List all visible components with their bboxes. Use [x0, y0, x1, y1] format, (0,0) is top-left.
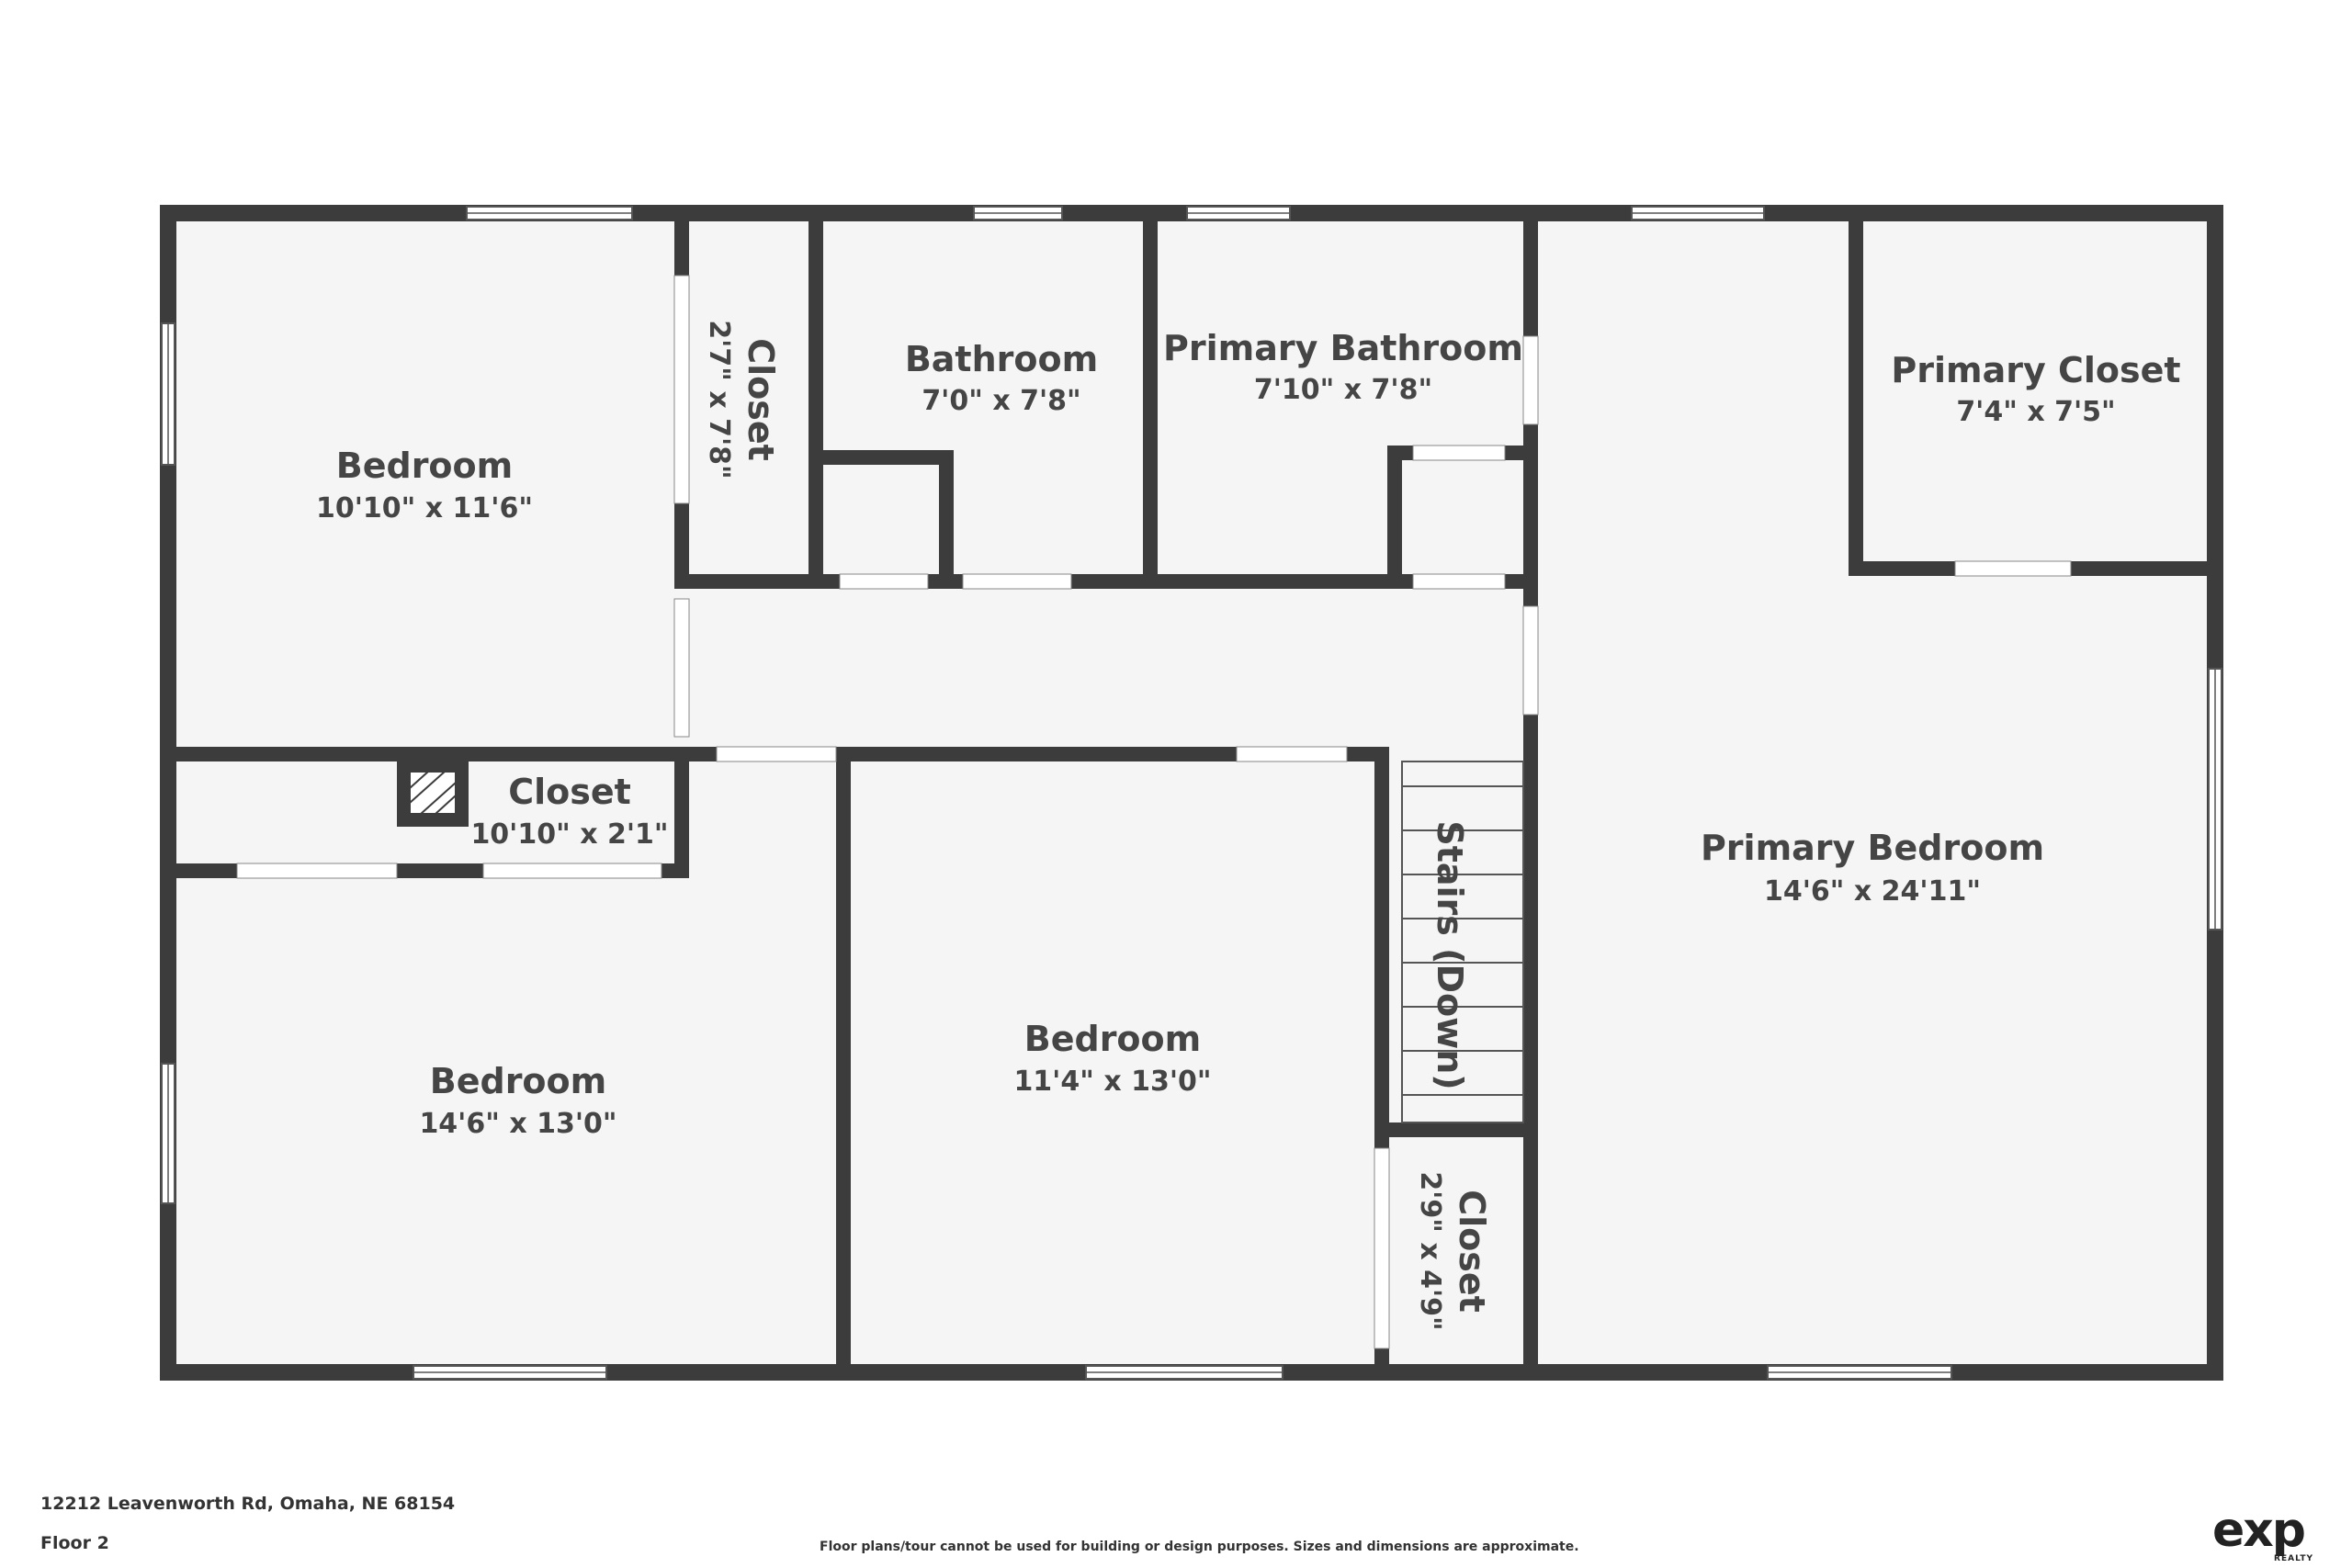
room-label-primary-bedroom: Primary Bedroom 14'6" x 24'11": [1701, 828, 2044, 908]
room-label-closet-narrow: Closet 2'7" x 7'8": [703, 320, 781, 479]
window-panes: [167, 212, 2216, 1373]
room-dimensions: 2'7" x 7'8": [703, 320, 735, 479]
room-name: Primary Closet: [1891, 350, 2180, 390]
room-name: Closet: [741, 338, 781, 461]
room-dimensions: 10'10" x 11'6": [316, 492, 533, 525]
room-dimensions: 7'0" x 7'8": [922, 385, 1080, 417]
logo-subtext: REALTY: [2274, 1554, 2313, 1563]
brokerage-logo: exp REALTY: [2212, 1505, 2315, 1563]
door-openings: [236, 275, 2072, 1349]
room-name: Bedroom: [430, 1061, 607, 1101]
floor-area: [160, 205, 2223, 1381]
room-dimensions: 10'10" x 2'1": [470, 818, 668, 851]
room-label-primary-closet: Primary Closet 7'4" x 7'5": [1891, 350, 2180, 428]
chimney-hatch: [409, 771, 457, 815]
room-dimensions: 11'4" x 13'0": [1013, 1066, 1211, 1098]
floor-label: Floor 2: [40, 1533, 109, 1553]
room-name: Closet: [1452, 1190, 1492, 1313]
room-name: Stairs (Down): [1430, 820, 1470, 1089]
room-dimensions: 7'4" x 7'5": [1956, 396, 2115, 428]
disclaimer-text: Floor plans/tour cannot be used for buil…: [820, 1540, 1579, 1554]
room-label-primary-bathroom: Primary Bathroom 7'10" x 7'8": [1163, 328, 1523, 406]
room-label-bedroom-bottom-left: Bedroom 14'6" x 13'0": [419, 1061, 616, 1140]
room-label-bathroom: Bathroom 7'0" x 7'8": [905, 339, 1098, 417]
room-label-bedroom-middle: Bedroom 11'4" x 13'0": [1013, 1019, 1211, 1098]
room-name: Bedroom: [336, 446, 514, 486]
room-dimensions: 7'10" x 7'8": [1254, 374, 1432, 406]
room-name: Primary Bathroom: [1163, 328, 1523, 368]
chimney: [409, 771, 457, 815]
room-name: Primary Bedroom: [1701, 828, 2044, 868]
room-dimensions: 2'9" x 4'9": [1414, 1171, 1446, 1330]
stairs: [1401, 761, 1524, 1123]
property-address: 12212 Leavenworth Rd, Omaha, NE 68154: [40, 1494, 456, 1514]
room-label-stairs: Stairs (Down): [1430, 820, 1470, 1089]
room-name: Bedroom: [1024, 1019, 1202, 1059]
room-name: Bathroom: [905, 339, 1098, 379]
logo-wordmark: exp: [2212, 1503, 2306, 1558]
room-dimensions: 14'6" x 24'11": [1764, 875, 1981, 908]
room-dimensions: 14'6" x 13'0": [419, 1108, 616, 1140]
room-label-closet-hallway: Closet 10'10" x 2'1": [470, 772, 668, 851]
room-name: Closet: [508, 772, 631, 812]
room-label-closet-small: Closet 2'9" x 4'9": [1414, 1171, 1492, 1330]
room-label-bedroom-top-left: Bedroom 10'10" x 11'6": [316, 446, 533, 525]
